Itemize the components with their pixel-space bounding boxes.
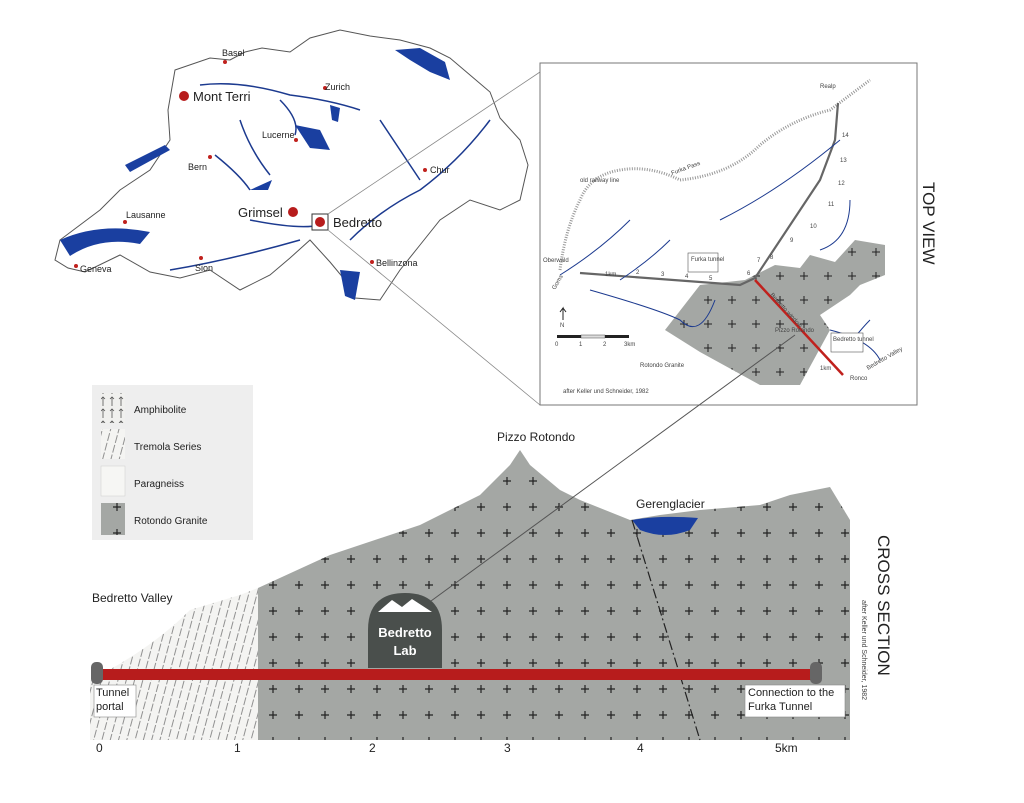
km-mark: 9 (790, 238, 794, 244)
city-lucerne: Lucerne (262, 130, 295, 140)
axis-tick: 0 (96, 741, 103, 755)
cross-section: Bedretto Lab Pizzo Rotondo Gerenglacier … (90, 334, 867, 755)
km-mark: 12 (838, 181, 845, 187)
granite-area (665, 240, 885, 385)
axis-tick: 5km (775, 741, 798, 755)
bedretto-tunnel-line (754, 279, 844, 376)
label-gerenglacier: Gerenglacier (636, 497, 705, 511)
label-bedretto-tunnel: Bedretto tunnel (833, 337, 874, 343)
zoom-connector-lines (327, 71, 541, 406)
tunnel-portal-cap (91, 662, 103, 684)
tunnel-end-cap (810, 662, 822, 684)
city-sion: Sion (195, 263, 213, 273)
site-bedretto: Bedretto (333, 215, 382, 230)
switzerland-map: Basel Zurich Lucerne Bern Chur Lausanne … (54, 29, 541, 406)
svg-text:N: N (560, 323, 564, 329)
cross-section-title: CROSS SECTION (874, 535, 893, 676)
label-1km-bedretto: 1km (820, 366, 831, 372)
site-mont-terri: Mont Terri (193, 89, 251, 104)
city-labels: Basel Zurich Lucerne Bern Chur Lausanne … (74, 48, 450, 274)
label-1km: 1km (605, 272, 616, 278)
city-basel: Basel (222, 48, 245, 58)
axis-tick: 2 (369, 741, 376, 755)
km-mark: 3 (661, 272, 665, 278)
km-mark: 2 (636, 270, 640, 276)
km-mark: 14 (842, 133, 849, 139)
axis-tick: 3 (504, 741, 511, 755)
city-lausanne: Lausanne (126, 210, 166, 220)
label-furka-tunnel: Furka tunnel (691, 257, 724, 263)
label-realp: Realp (820, 84, 836, 90)
legend-paragneiss: Paragneiss (134, 479, 184, 490)
switzerland-outline (54, 29, 529, 301)
scale-2: 2 (603, 342, 607, 348)
km-mark: 4 (685, 274, 689, 280)
axis-tick: 1 (234, 741, 241, 755)
axis-tick: 4 (637, 741, 644, 755)
city-bern: Bern (188, 162, 207, 172)
site-markers: Mont Terri Grimsel Bedretto (179, 89, 382, 231)
km-mark: 5 (709, 276, 713, 282)
gerenglacier-ice (632, 516, 698, 535)
top-view-map: Realp Furka Pass old railway line Oberwa… (539, 62, 918, 406)
cross-section-credit: after Keller und Schneider, 1982 (860, 600, 867, 700)
city-zurich: Zurich (325, 82, 350, 92)
old-railway-line (558, 78, 871, 271)
label-ronco: Ronco (850, 376, 868, 382)
km-mark: 10 (810, 224, 817, 230)
rivers (169, 83, 491, 271)
tunnel-bar (97, 669, 817, 680)
furka-tunnel-line (579, 102, 840, 287)
north-arrow-and-scale: N 0 1 2 3km (555, 306, 635, 348)
scale-1: 1 (579, 342, 583, 348)
legend-tremola-series: Tremola Series (134, 442, 201, 453)
legend-rotondo-granite: Rotondo Granite (134, 516, 208, 527)
label-old-railway: old railway line (580, 178, 620, 184)
km-mark: 6 (747, 271, 751, 277)
label-pizzo-rotondo: Pizzo Rotondo (775, 328, 815, 334)
legend-amphibolite: Amphibolite (134, 405, 187, 416)
top-view-credit: after Keller und Schneider, 1982 (563, 389, 649, 395)
lab-label-line2: Lab (393, 643, 416, 658)
scale-3km: 3km (624, 342, 635, 348)
top-view-title: TOP VIEW (919, 182, 938, 265)
km-mark: 8 (770, 255, 774, 261)
km-mark: 11 (828, 202, 835, 208)
site-grimsel: Grimsel (238, 205, 283, 220)
city-chur: Chur (430, 165, 450, 175)
legend: Amphibolite Tremola Series Paragneiss Ro… (92, 385, 253, 540)
label-bedretto-valley-section: Bedretto Valley (92, 591, 173, 605)
lab-label-line1: Bedretto (378, 625, 432, 640)
top-view-connector-line (404, 334, 796, 621)
label-rotondo-granite: Rotondo Granite (640, 363, 685, 369)
lakes (60, 48, 450, 300)
fault-line (631, 519, 701, 741)
tunnel-km-marks: 2 3 4 5 6 7 8 9 10 11 12 13 14 (636, 133, 849, 282)
label-connection-furka: Connection to the Furka Tunnel (748, 687, 835, 713)
label-pizzo-rotondo-section: Pizzo Rotondo (497, 430, 575, 444)
label-oberwald: Oberwald (543, 258, 569, 264)
city-bellinzona: Bellinzona (376, 258, 418, 268)
scale-0: 0 (555, 342, 559, 348)
km-mark: 7 (757, 258, 761, 264)
distance-axis: 0 1 2 3 4 5km (96, 741, 798, 755)
city-geneva: Geneva (80, 264, 112, 274)
label-tunnel-portal: Tunnel portal (96, 687, 130, 713)
km-mark: 13 (840, 158, 847, 164)
